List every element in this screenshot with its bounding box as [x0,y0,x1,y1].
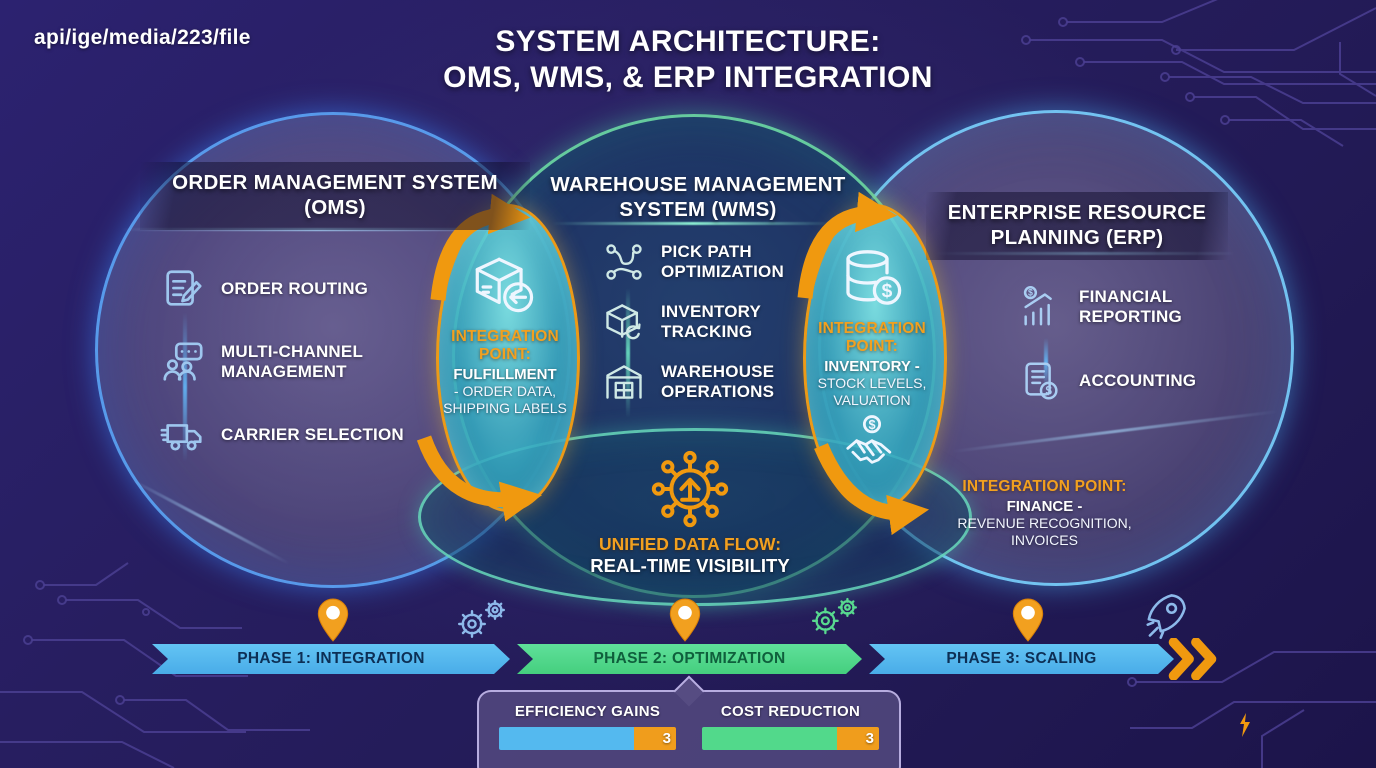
integration-point-system: FULFILLMENT [453,365,557,383]
svg-text:$: $ [882,281,893,302]
cost-reduction-bar: 3 [702,727,879,750]
integration-point-heading: INTEGRATION POINT: [451,328,559,363]
integration-point-finance: INTEGRATION POINT: FINANCE - REVENUE REC… [922,478,1167,549]
integration-point-details: STOCK LEVELS, VALUATION [817,374,927,408]
integration-point-details: - ORDER DATA, SHIPPING LABELS [443,382,567,416]
erp-item-list: $ FINANCIAL REPORTING $ ACCOUNTING [1018,284,1258,404]
wms-title: WAREHOUSE MANAGEMENT SYSTEM (WMS) [550,173,846,221]
phase-timeline: PHASE 1: INTEGRATION PHASE 2: OPTIMIZATI… [152,644,1174,674]
database-dollar-icon: $ [800,244,944,316]
page-title-line2: OMS, WMS, & ERP INTEGRATION [443,61,933,94]
wms-item-connector [626,288,630,418]
metric-label: COST REDUCTION [720,703,861,720]
shipping-box-return-icon [433,252,577,322]
phase-1-segment: PHASE 1: INTEGRATION [152,644,510,674]
oms-item-list: ORDER ROUTING MULTI-CHANNEL MANAGEMENT [160,266,436,458]
gears-blue-icon [452,596,510,644]
lightning-bolt-icon [1236,712,1254,738]
list-item: WAREHOUSE OPERATIONS [602,360,827,404]
list-item: $ ACCOUNTING [1018,358,1258,404]
erp-item-connector [1044,338,1048,386]
list-item-label: ACCOUNTING [1079,370,1197,390]
bar-value: 3 [837,727,879,750]
integration-point-system: FINANCE - [1006,497,1083,515]
integration-point-system: INVENTORY - [824,357,920,375]
svg-text:$: $ [1028,288,1033,298]
efficiency-gains-bar: 3 [499,727,676,750]
list-item-label: MULTI-CHANNEL MANAGEMENT [221,341,363,381]
list-item-label: FINANCIAL REPORTING [1079,286,1182,326]
rocket-icon [1138,590,1190,642]
page-title: SYSTEM ARCHITECTURE: OMS, WMS, & ERP INT… [338,24,1038,96]
svg-text:$: $ [1045,385,1052,397]
wms-item-list: PICK PATH OPTIMIZATION INVENTORY TRACKIN… [602,240,827,404]
unified-flow-detail: REAL-TIME VISIBILITY [590,555,790,576]
list-item-label: INVENTORY TRACKING [661,301,761,341]
list-item-label: WAREHOUSE OPERATIONS [661,361,775,401]
phase-3-segment: PHASE 3: SCALING [869,644,1174,674]
unified-data-flow: UNIFIED DATA FLOW: REAL-TIME VISIBILITY [583,446,797,577]
financial-chart-dollar-icon: $ [1018,284,1064,330]
inventory-box-icon [602,300,646,344]
location-pin-icon [669,598,701,642]
list-item-label: CARRIER SELECTION [221,424,404,444]
oms-title: ORDER MANAGEMENT SYSTEM (OMS) [140,162,530,230]
erp-title: ENTERPRISE RESOURCE PLANNING (ERP) [926,192,1228,260]
metric-cost-reduction: COST REDUCTION 3 [702,703,879,750]
location-pin-icon [317,598,349,642]
list-item-label: PICK PATH OPTIMIZATION [661,241,784,281]
handshake-dollar-icon: $ [800,414,944,470]
integration-point-details: REVENUE RECOGNITION, INVOICES [957,515,1132,548]
warehouse-building-icon [602,360,646,404]
order-routing-document-icon [160,266,206,312]
location-pin-icon [1012,598,1044,642]
data-hub-arrow-icon [583,446,797,532]
bar-fill [499,727,634,750]
double-chevron-icon [1168,638,1224,680]
integration-point-fulfillment: INTEGRATION POINT: FULFILLMENT - ORDER D… [433,252,577,416]
delivery-truck-icon [160,412,206,458]
metrics-panel: EFFICIENCY GAINS 3 COST REDUCTION 3 [477,690,901,768]
metric-label: EFFICIENCY GAINS [514,703,661,720]
oms-item-connector [183,312,187,462]
integration-point-heading: INTEGRATION POINT: [962,478,1127,495]
list-item-label: ORDER ROUTING [221,278,369,298]
accounting-document-dollar-icon: $ [1018,358,1064,404]
gears-green-icon [806,594,862,640]
page-title-line1: SYSTEM ARCHITECTURE: [495,25,881,58]
list-item: CARRIER SELECTION [160,412,436,458]
multi-channel-people-chat-icon [160,339,206,385]
metric-efficiency-gains: EFFICIENCY GAINS 3 [499,703,676,750]
bar-fill [702,727,837,750]
svg-text:$: $ [868,417,875,432]
integration-point-inventory: $ INTEGRATION POINT: INVENTORY - STOCK L… [800,244,944,470]
light-streak [552,222,834,225]
api-path-label: api/ige/media/223/file [34,26,251,49]
integration-point-heading: INTEGRATION POINT: [818,320,926,355]
pick-path-network-icon [602,240,646,284]
phase-2-segment: PHASE 2: OPTIMIZATION [517,644,862,674]
list-item: PICK PATH OPTIMIZATION [602,240,827,284]
list-item: ORDER ROUTING [160,266,436,312]
list-item: $ FINANCIAL REPORTING [1018,284,1258,330]
list-item: INVENTORY TRACKING [602,300,827,344]
bar-value: 3 [634,727,676,750]
unified-flow-heading: UNIFIED DATA FLOW: [598,534,782,554]
list-item: MULTI-CHANNEL MANAGEMENT [160,339,436,385]
